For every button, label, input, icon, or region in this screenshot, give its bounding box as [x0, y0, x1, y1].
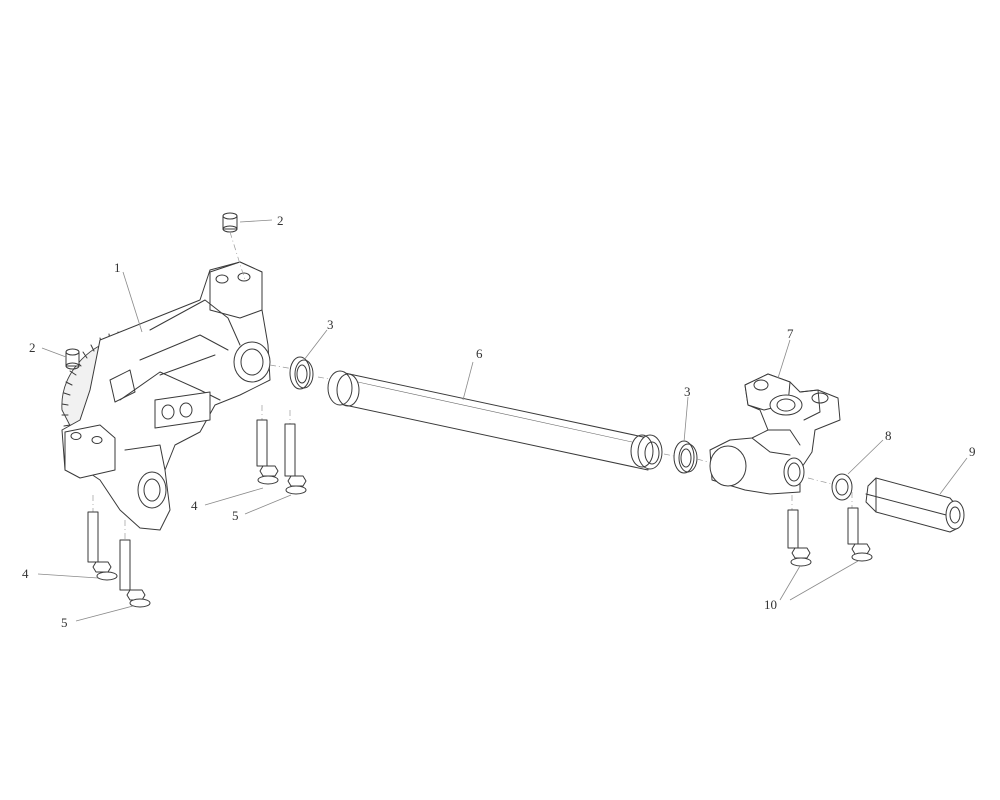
- sealing-washer: [831, 473, 853, 501]
- callout-2-left: 2: [29, 340, 36, 355]
- seal-ring-right: [673, 440, 698, 474]
- suction-tube: [327, 370, 663, 471]
- dowel-pin-top: [222, 212, 238, 233]
- callout-10: 10: [764, 597, 777, 612]
- seal-ring-left: [289, 356, 314, 390]
- callout-3-right: 3: [684, 384, 691, 399]
- bolt-10-right: [847, 507, 873, 562]
- oil-pump-body: [61, 261, 271, 531]
- callout-2-top: 2: [277, 213, 284, 228]
- dowel-pin-left: [65, 348, 80, 370]
- bolt-5-left: [119, 539, 151, 608]
- leader-lines: [37, 219, 968, 622]
- callout-5-right: 5: [232, 508, 239, 523]
- hex-adapter: [865, 477, 965, 533]
- callout-5-left: 5: [61, 615, 68, 630]
- bolt-5-right: [284, 423, 307, 495]
- callout-6: 6: [476, 346, 483, 361]
- bolt-4-left: [87, 511, 118, 581]
- callout-9: 9: [969, 444, 976, 459]
- strainer-bracket: [709, 373, 841, 495]
- callout-8: 8: [885, 428, 892, 443]
- callout-4-left: 4: [22, 566, 29, 581]
- callout-7: 7: [787, 326, 794, 341]
- callout-3-left: 3: [327, 317, 334, 332]
- bolt-10-left: [787, 509, 812, 567]
- callout-1: 1: [114, 260, 121, 275]
- bolt-4-right: [256, 419, 279, 485]
- callout-4-right: 4: [191, 498, 198, 513]
